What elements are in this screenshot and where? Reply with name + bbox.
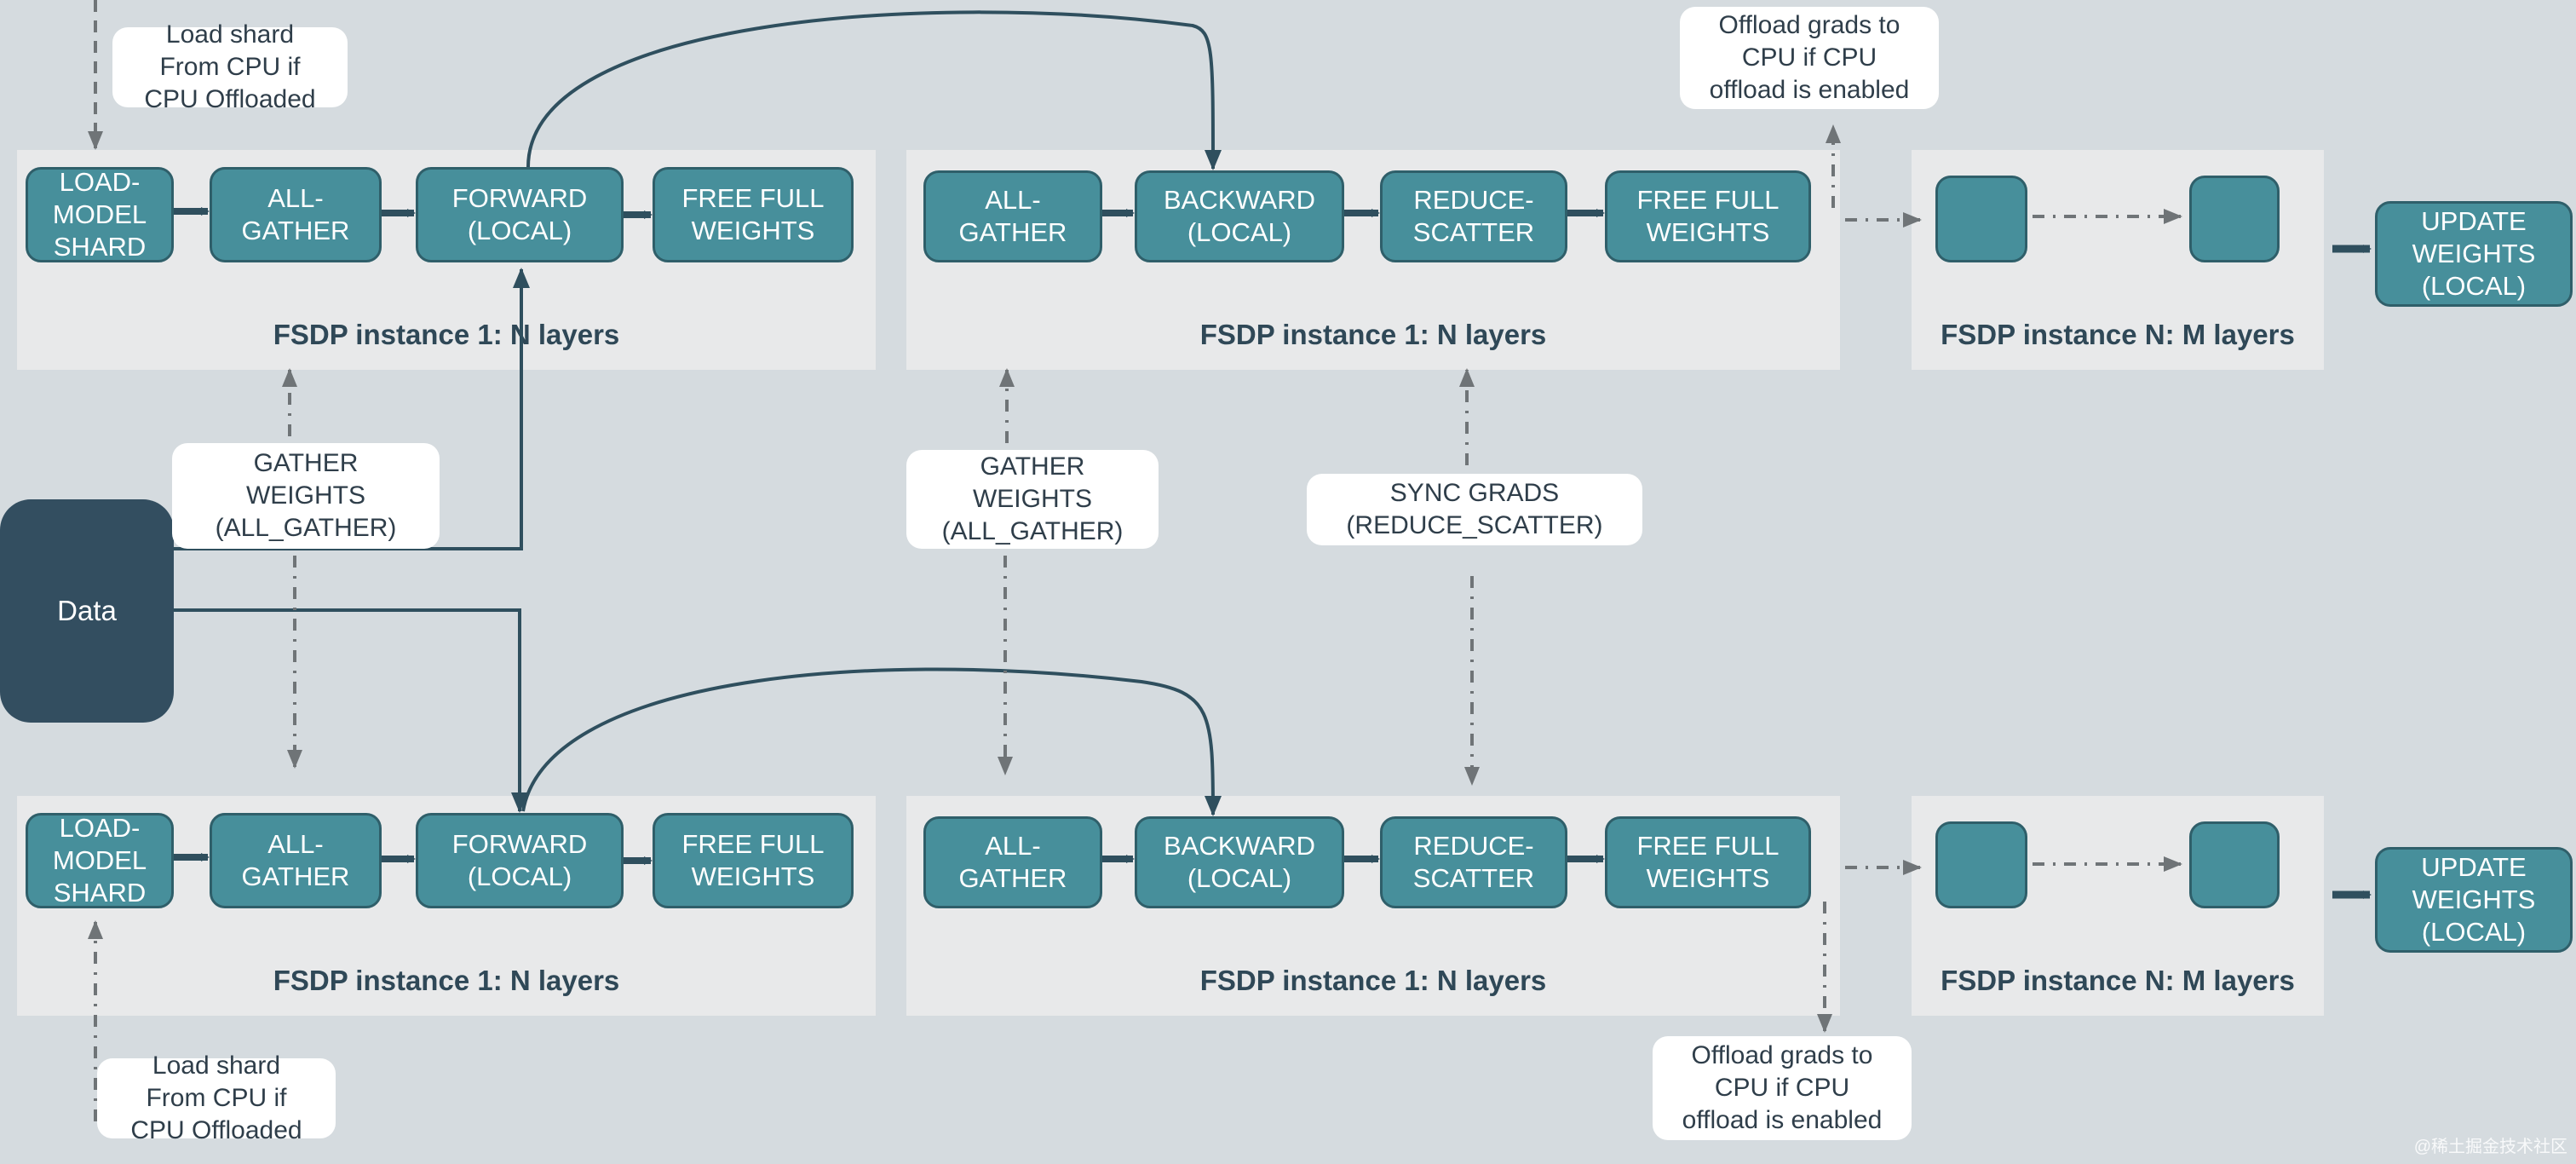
layer-box — [2189, 176, 2280, 262]
offload-grads-note: Offload grads to CPU if CPU offload is e… — [1680, 7, 1939, 109]
forward-local-box: FORWARD (LOCAL) — [416, 167, 624, 262]
forward-to-backward-curve — [526, 10, 1222, 170]
sync-grads-note: SYNC GRADS (REDUCE_SCATTER) — [1307, 474, 1642, 545]
forward-to-backward-curve — [521, 667, 1222, 816]
reduce-scatter-box: REDUCE- SCATTER — [1380, 816, 1567, 908]
load-model-shard-box: LOAD- MODEL SHARD — [26, 813, 174, 908]
update-weights-box: UPDATE WEIGHTS (LOCAL) — [2375, 201, 2573, 307]
watermark: @稀土掘金技术社区 — [2413, 1138, 2567, 1156]
backward-local-box: BACKWARD (LOCAL) — [1135, 170, 1344, 262]
data-line — [174, 608, 528, 813]
panel-label: FSDP instance 1: N layers — [1199, 319, 1547, 350]
panel-label: FSDP instance N: M layers — [1941, 965, 2295, 996]
panel-label: FSDP instance N: M layers — [1941, 319, 2295, 350]
free-full-weights-box: FREE FULL WEIGHTS — [1605, 816, 1811, 908]
load-model-shard-box: LOAD- MODEL SHARD — [26, 167, 174, 262]
layer-box — [1935, 176, 2027, 262]
load-shard-note: Load shard From CPU if CPU Offloaded — [112, 20, 348, 113]
backward-local-box: BACKWARD (LOCAL) — [1135, 816, 1344, 908]
layer-box — [2189, 821, 2280, 908]
free-full-weights-box: FREE FULL WEIGHTS — [653, 813, 854, 908]
panel-label: FSDP instance 1: N layers — [273, 319, 620, 350]
all-gather-box: ALL- GATHER — [210, 167, 382, 262]
load-shard-note: Load shard From CPU if CPU Offloaded — [97, 1052, 336, 1144]
all-gather-box: ALL- GATHER — [923, 170, 1102, 262]
update-weights-box: UPDATE WEIGHTS (LOCAL) — [2375, 847, 2573, 953]
all-gather-box: ALL- GATHER — [210, 813, 382, 908]
gather-weights-note: GATHER WEIGHTS (ALL_GATHER) — [906, 450, 1159, 549]
gather-weights-note: GATHER WEIGHTS (ALL_GATHER) — [172, 443, 440, 549]
layer-box — [1935, 821, 2027, 908]
free-full-weights-box: FREE FULL WEIGHTS — [1605, 170, 1811, 262]
offload-grads-note: Offload grads to CPU if CPU offload is e… — [1653, 1036, 1912, 1140]
panel-label: FSDP instance 1: N layers — [273, 965, 620, 996]
data-box: Data — [0, 499, 174, 723]
reduce-scatter-box: REDUCE- SCATTER — [1380, 170, 1567, 262]
panel-label: FSDP instance 1: N layers — [1199, 965, 1547, 996]
free-full-weights-box: FREE FULL WEIGHTS — [653, 167, 854, 262]
forward-local-box: FORWARD (LOCAL) — [416, 813, 624, 908]
all-gather-box: ALL- GATHER — [923, 816, 1102, 908]
